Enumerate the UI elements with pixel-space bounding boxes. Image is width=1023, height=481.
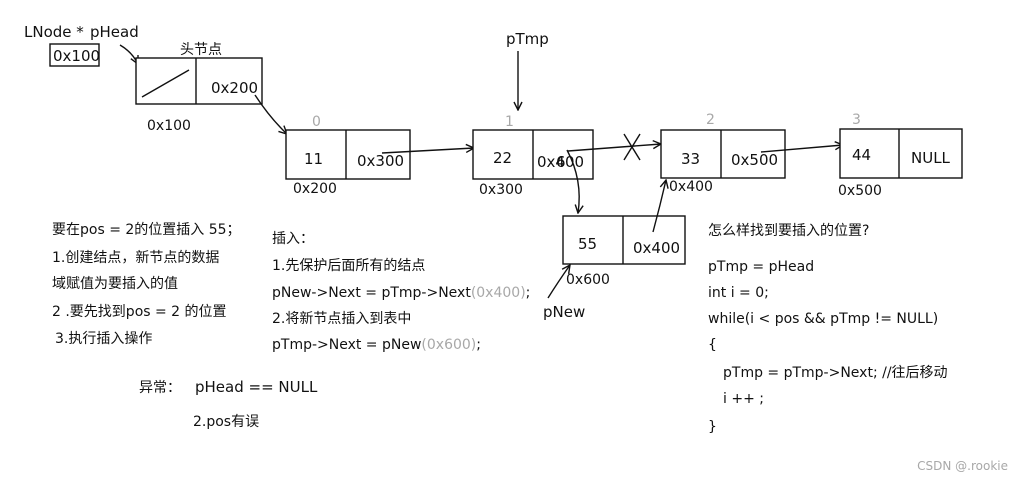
node-3-data: 44 bbox=[852, 146, 871, 164]
exceptions-item-1: pHead == NULL bbox=[195, 378, 318, 396]
node-3-box bbox=[839, 128, 963, 179]
node-1-next: 0x400 bbox=[537, 153, 584, 171]
exceptions-item-2: 2.pos有误 bbox=[193, 414, 259, 430]
head-node-addr: 0x100 bbox=[147, 118, 191, 134]
search-question: 怎么样找到要插入的位置? bbox=[708, 223, 869, 239]
node-1-overlay-digit: 6 bbox=[556, 153, 566, 171]
search-code-line-7: } bbox=[708, 419, 717, 435]
node-0-addr: 0x200 bbox=[293, 181, 337, 197]
cross-mark-b bbox=[623, 133, 641, 161]
head-node-box bbox=[135, 57, 263, 105]
node-0-next: 0x300 bbox=[357, 152, 404, 170]
pointer-box bbox=[49, 43, 100, 67]
watermark: CSDN @.rookie bbox=[917, 459, 1008, 473]
insert-step-2: 2.将新节点插入到表中 bbox=[272, 311, 411, 327]
node-2-addr: 0x400 bbox=[669, 179, 713, 195]
head-node-empty-data-slash bbox=[141, 69, 190, 98]
arrow-node0-to-node1 bbox=[381, 148, 474, 154]
arrow-head-to-node0 bbox=[254, 94, 287, 134]
node-2-index: 2 bbox=[706, 112, 715, 128]
notes-left-line-2: 1.创建结点，新节点的数据 bbox=[52, 250, 219, 266]
node-1-data: 22 bbox=[493, 149, 512, 167]
arrow-pnew-to-new-node bbox=[547, 265, 570, 299]
arrow-new-node-to-node2 bbox=[652, 180, 666, 233]
node-2-next: 0x500 bbox=[731, 151, 778, 169]
node-0-box bbox=[285, 129, 411, 180]
new-node-data: 55 bbox=[578, 235, 597, 253]
notes-left-line-3: 域赋值为要插入的值 bbox=[52, 276, 178, 292]
head-node-title: 头节点 bbox=[180, 42, 222, 58]
pointer-name-label: pHead bbox=[90, 23, 139, 41]
search-code-line-1: pTmp = pHead bbox=[708, 259, 814, 275]
arrow-node2-to-node3 bbox=[760, 145, 843, 153]
insert-step-1: 1.先保护后面所有的结点 bbox=[272, 258, 425, 274]
node-3-index: 3 bbox=[852, 112, 861, 128]
node-0-data: 11 bbox=[304, 150, 323, 168]
search-code-line-5: pTmp = pTmp->Next; //往后移动 bbox=[723, 365, 948, 381]
insert-line-2: pNew->Next = pTmp->Next(0x400); bbox=[272, 285, 530, 301]
new-node-addr: 0x600 bbox=[566, 272, 610, 288]
arrow-node1-to-node2-old bbox=[567, 144, 661, 152]
node-2-box bbox=[660, 129, 786, 179]
pointer-value: 0x100 bbox=[53, 47, 100, 65]
insert-title: 插入： bbox=[272, 231, 314, 247]
arrow-node1-to-new-node bbox=[566, 149, 579, 213]
node-3-next: NULL bbox=[911, 149, 951, 167]
notes-left-line-4: 2 .要先找到pos = 2 的位置 bbox=[52, 304, 227, 320]
search-code-line-3: while(i < pos && pTmp != NULL) bbox=[708, 311, 938, 327]
ptmp-label: pTmp bbox=[506, 30, 549, 48]
new-node-next: 0x400 bbox=[633, 239, 680, 257]
search-code-line-2: int i = 0; bbox=[708, 285, 769, 301]
notes-left-line-5: 3.执行插入操作 bbox=[55, 331, 152, 347]
node-2-data: 33 bbox=[681, 150, 700, 168]
node-0-index: 0 bbox=[312, 114, 321, 130]
exceptions-label: 异常： bbox=[139, 380, 181, 396]
notes-left-line-1: 要在pos = 2的位置插入 55； bbox=[52, 222, 241, 238]
pointer-type-label: LNode * bbox=[24, 23, 84, 41]
pnew-label: pNew bbox=[543, 303, 585, 321]
search-code-line-6: i ++ ; bbox=[723, 391, 764, 407]
head-node-next: 0x200 bbox=[211, 79, 258, 97]
insert-line-4: pTmp->Next = pNew(0x600); bbox=[272, 337, 481, 353]
search-code-line-4: { bbox=[708, 337, 717, 353]
node-1-addr: 0x300 bbox=[479, 182, 523, 198]
new-node-box bbox=[562, 215, 686, 265]
node-1-index: 1 bbox=[505, 114, 514, 130]
node-3-addr: 0x500 bbox=[838, 183, 882, 199]
